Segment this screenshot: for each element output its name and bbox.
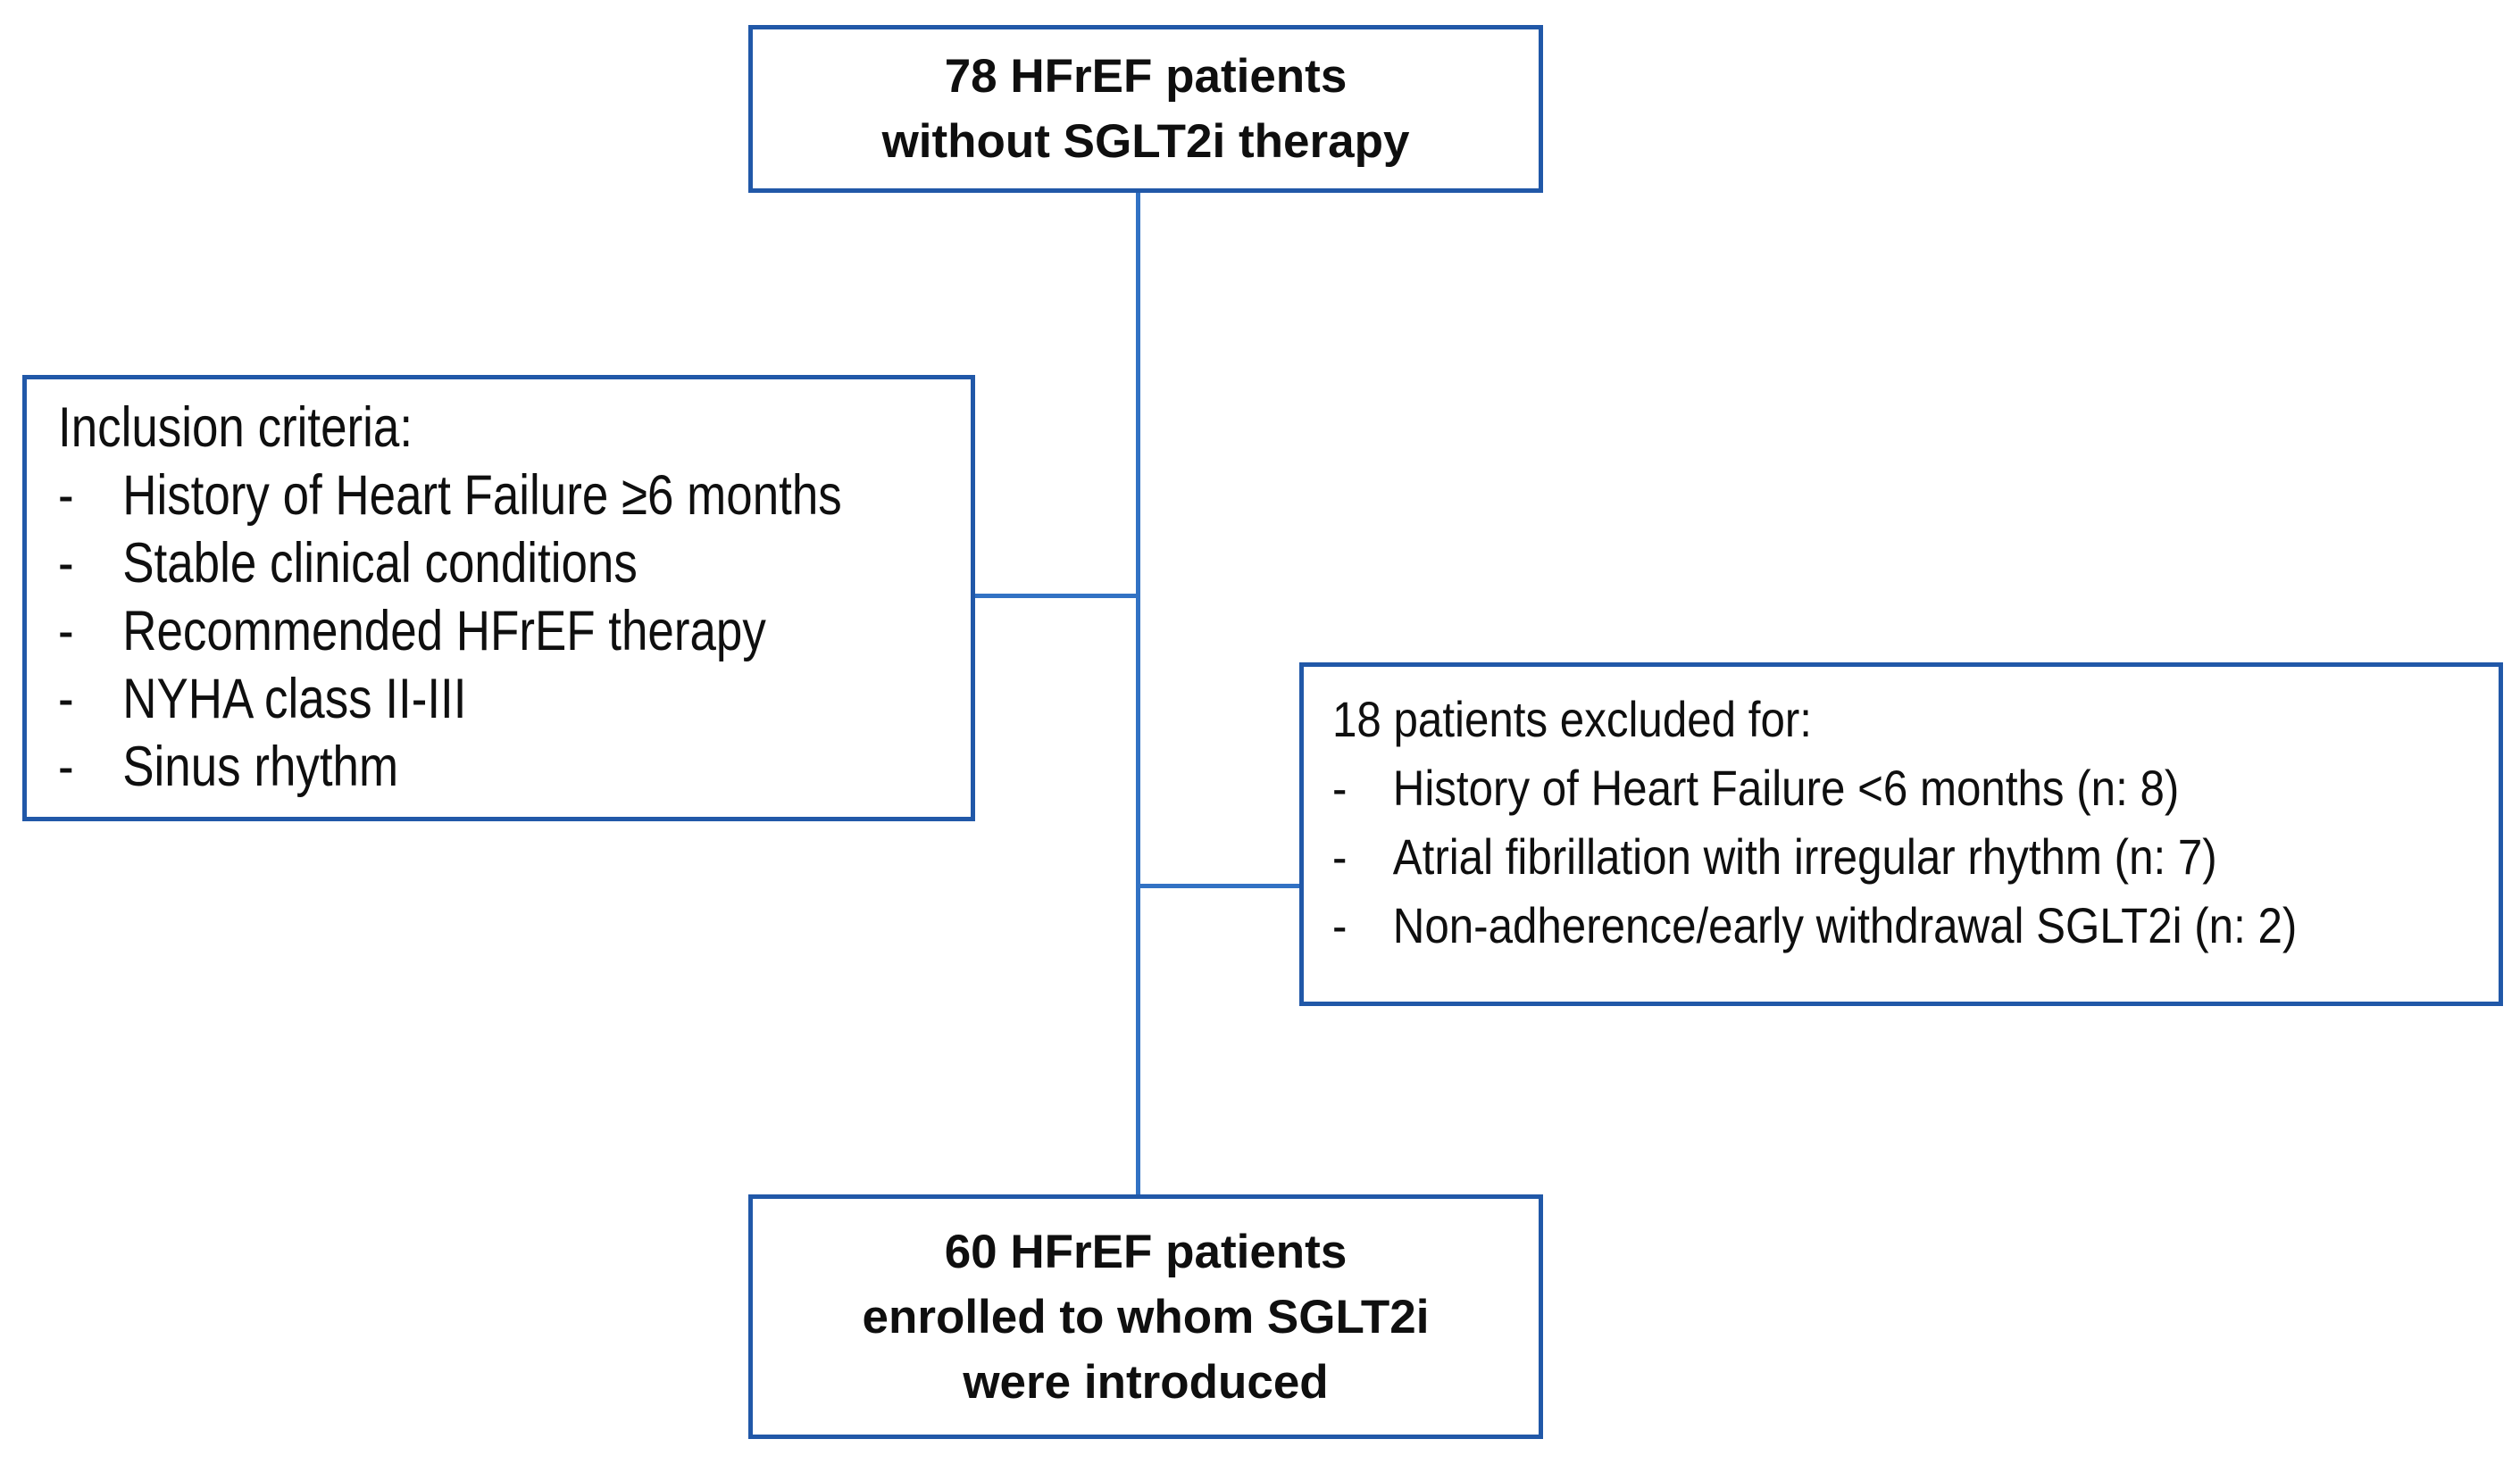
list-item: - Atrial fibrillation with irregular rhy… [1332, 822, 2488, 891]
list-item-text: Recommended HFrEF therapy [122, 600, 766, 662]
dash-bullet: - [1332, 828, 1348, 885]
inclusion-criteria-title: Inclusion criteria: [58, 396, 413, 459]
list-item: - Non-adherence/early withdrawal SGLT2i … [1332, 891, 2488, 960]
dash-bullet: - [58, 600, 74, 662]
top-box-line-2: without SGLT2i therapy [881, 115, 1410, 168]
dash-bullet: - [1332, 760, 1348, 816]
list-item-text: Atrial fibrillation with irregular rhyth… [1392, 828, 2217, 885]
list-item: - NYHA class II-III [58, 665, 962, 733]
list-item-text: Stable clinical conditions [122, 532, 638, 595]
top-box: 78 HFrEF patients without SGLT2i therapy [748, 25, 1543, 193]
list-item: - Recommended HFrEF therapy [58, 597, 962, 665]
bottom-box-line-3: were introduced [963, 1355, 1329, 1409]
list-item: - History of Heart Failure ≥6 months [58, 462, 962, 529]
dash-bullet: - [58, 668, 74, 730]
inclusion-connector-line [972, 594, 1139, 598]
dash-bullet: - [1332, 897, 1348, 953]
list-item-text: Non-adherence/early withdrawal SGLT2i (n… [1392, 897, 2298, 953]
exclusion-connector-line [1137, 884, 1303, 888]
main-vertical-connector-line [1136, 191, 1140, 1196]
dash-bullet: - [58, 532, 74, 595]
bottom-box-text: 60 HFrEF patients enrolled to whom SGLT2… [862, 1219, 1429, 1415]
list-item-text: History of Heart Failure ≥6 months [122, 464, 842, 527]
bottom-box-line-2: enrolled to whom SGLT2i [862, 1290, 1430, 1343]
list-item: - Sinus rhythm [58, 733, 962, 801]
bottom-box-line-1: 60 HFrEF patients [944, 1225, 1348, 1278]
list-item: - History of Heart Failure <6 months (n:… [1332, 753, 2488, 822]
list-item-text: Sinus rhythm [122, 736, 399, 798]
excluded-patients-box: 18 patients excluded for: - History of H… [1299, 662, 2503, 1006]
list-item-text: History of Heart Failure <6 months (n: 8… [1392, 760, 2180, 816]
bottom-box: 60 HFrEF patients enrolled to whom SGLT2… [748, 1194, 1543, 1439]
list-item: - Stable clinical conditions [58, 529, 962, 597]
dash-bullet: - [58, 736, 74, 798]
list-item-text: NYHA class II-III [122, 668, 467, 730]
top-box-line-1: 78 HFrEF patients [944, 50, 1348, 103]
top-box-text: 78 HFrEF patients without SGLT2i therapy [882, 44, 1410, 174]
inclusion-criteria-content: Inclusion criteria: - History of Heart F… [58, 394, 962, 801]
excluded-patients-content: 18 patients excluded for: - History of H… [1332, 685, 2488, 960]
dash-bullet: - [58, 464, 74, 527]
inclusion-criteria-box: Inclusion criteria: - History of Heart F… [22, 375, 975, 821]
excluded-patients-title: 18 patients excluded for: [1332, 691, 1812, 747]
